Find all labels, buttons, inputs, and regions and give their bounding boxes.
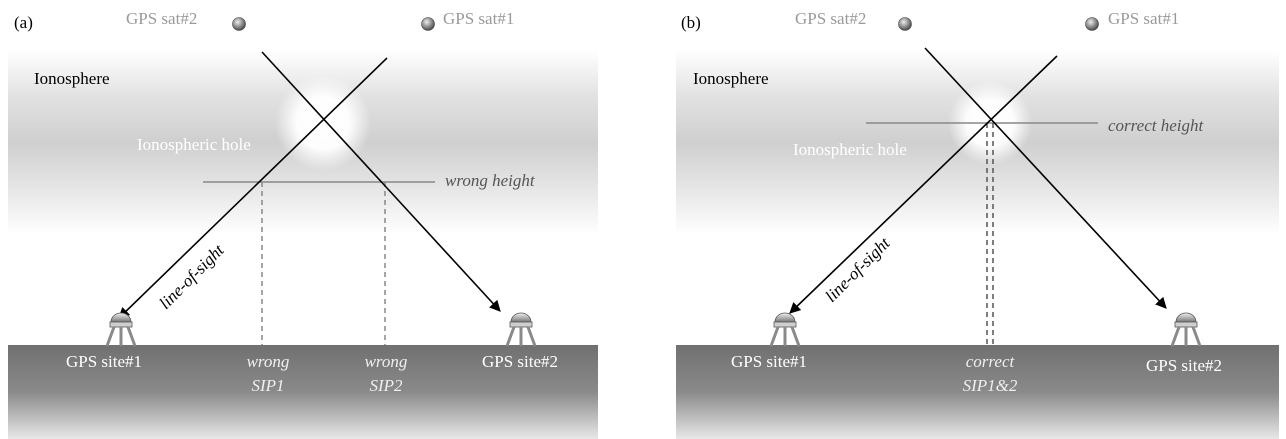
panel-label: (b)	[681, 13, 701, 32]
site1-label: GPS site#1	[66, 352, 142, 371]
sip-label: wrong	[247, 352, 290, 371]
sip-label: wrong	[365, 352, 408, 371]
gps-receiver-icon	[505, 312, 537, 347]
ground-band	[8, 345, 598, 439]
sat2-label: GPS sat#2	[795, 9, 866, 28]
gps-receiver-icon	[769, 312, 801, 347]
panel-b: (b) GPS sat#2 GPS sat#1 Ionosphere Ionos…	[676, 9, 1279, 439]
satellite-icon	[421, 17, 435, 31]
ionosphere-label: Ionosphere	[693, 69, 769, 88]
satellite-icon	[898, 17, 912, 31]
line-of-sight-arrow	[789, 55, 1058, 314]
site2-label: GPS site#2	[482, 352, 558, 371]
sat2-label: GPS sat#2	[126, 9, 197, 28]
gps-receiver-icon	[1170, 312, 1202, 347]
line-of-sight-arrow	[924, 47, 1167, 309]
sip-label: correct	[966, 352, 1016, 371]
line-of-sight-label: line-of-sight	[155, 240, 228, 313]
satellite-icon	[1085, 17, 1099, 31]
sip-label: SIP1&2	[963, 376, 1018, 395]
height-label: correct height	[1108, 116, 1204, 135]
height-label: wrong height	[445, 171, 536, 190]
sip-label: SIP2	[369, 376, 403, 395]
line-of-sight-arrow	[261, 51, 501, 312]
ground-band	[676, 345, 1279, 439]
panel-a: (a) GPS sat#2 GPS sat#1 Ionosphere Ionos…	[8, 9, 598, 439]
ionospheric-hole-glow	[275, 75, 371, 171]
sip-label: SIP1	[251, 376, 284, 395]
sat1-label: GPS sat#1	[443, 9, 514, 28]
gps-receiver-icon	[105, 312, 137, 347]
site2-label: GPS site#2	[1146, 356, 1222, 375]
panel-label: (a)	[14, 13, 33, 32]
ionosphere-label: Ionosphere	[34, 69, 110, 88]
hole-label: Ionospheric hole	[137, 135, 251, 154]
hole-label: Ionospheric hole	[793, 140, 907, 159]
line-of-sight-arrow	[118, 57, 388, 319]
line-of-sight-label: line-of-sight	[821, 233, 894, 306]
satellite-icon	[232, 17, 246, 31]
sat1-label: GPS sat#1	[1108, 9, 1179, 28]
site1-label: GPS site#1	[731, 352, 807, 371]
